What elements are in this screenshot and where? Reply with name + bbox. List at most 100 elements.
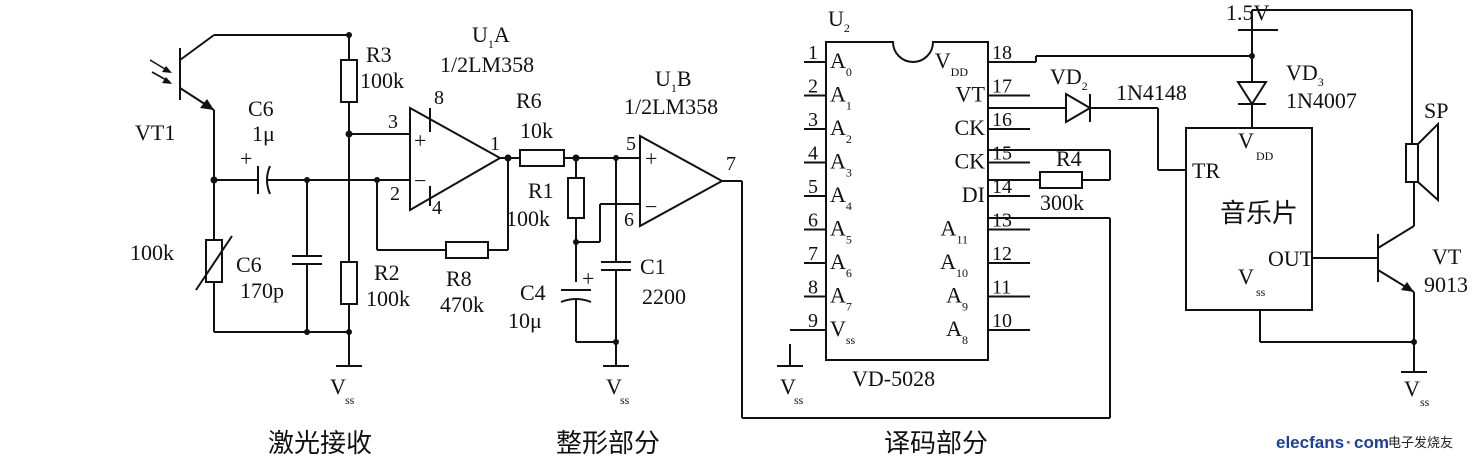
chip-pin-number: 17 bbox=[992, 76, 1012, 98]
chip-pin-sub: 1 bbox=[846, 99, 852, 113]
vd3-sub: 3 bbox=[1318, 75, 1324, 89]
u1a-minus: − bbox=[414, 168, 426, 193]
c6b-label: C6 bbox=[236, 252, 262, 277]
r4-label: R4 bbox=[1056, 146, 1082, 171]
chip-pin-number: 5 bbox=[808, 176, 818, 198]
supply-label: 1.5V bbox=[1226, 0, 1270, 25]
gnd1-v: V bbox=[330, 374, 346, 399]
c4-label: C4 bbox=[520, 280, 546, 305]
chip-pin-sub: 10 bbox=[956, 266, 968, 280]
chip-pin-sub: ss bbox=[846, 333, 856, 347]
c1-label: C1 bbox=[640, 254, 666, 279]
r8-value: 470k bbox=[440, 292, 484, 317]
gnd4-v: V bbox=[1404, 376, 1420, 401]
u1b-label: U1B bbox=[655, 66, 692, 95]
chip-pin-number: 4 bbox=[808, 143, 818, 165]
chip-pin-sub: 3 bbox=[846, 166, 852, 180]
chip-pin-sub: 11 bbox=[956, 233, 968, 247]
chip-pin-name: CK bbox=[954, 115, 985, 140]
gnd3-v: V bbox=[780, 374, 796, 399]
vd2-sub: 2 bbox=[1082, 79, 1088, 93]
chip-pin-sub: 6 bbox=[846, 266, 852, 280]
music-out: OUT bbox=[1268, 246, 1314, 271]
chip-pin-number: 7 bbox=[808, 243, 818, 265]
music-tr: TR bbox=[1192, 158, 1220, 183]
chip-pin-number: 6 bbox=[808, 210, 818, 232]
watermark-dot: · bbox=[1346, 433, 1352, 452]
music-name: 音乐片 bbox=[1220, 199, 1298, 229]
chip-pin-number: 8 bbox=[808, 277, 818, 299]
u1b-plus: + bbox=[645, 146, 657, 171]
music-section: 1.5V VD3 1N4007 V DD TR 音乐片 OUT V ss VT … bbox=[1185, 0, 1468, 409]
u1b-pin7: 7 bbox=[726, 153, 736, 175]
pot-value: 100k bbox=[130, 240, 174, 265]
chip-pin-sub: 9 bbox=[962, 300, 968, 314]
c6a-label: C6 bbox=[248, 96, 274, 121]
r6-label: R6 bbox=[516, 88, 542, 113]
opamp-u1a bbox=[409, 106, 503, 212]
chip-pin-sub: 7 bbox=[846, 300, 852, 314]
resistor-r1 bbox=[567, 177, 585, 219]
speaker-sp bbox=[1405, 143, 1419, 183]
chip-pin-number: 11 bbox=[992, 277, 1011, 299]
caption-laser-receive: 激光接收 bbox=[268, 429, 372, 459]
u1b-pin5: 5 bbox=[626, 133, 636, 155]
u1b-name: U bbox=[655, 66, 671, 91]
r1-label: R1 bbox=[528, 178, 554, 203]
chip-pin-number: 9 bbox=[808, 310, 818, 332]
chip-pin-sub: 4 bbox=[846, 199, 852, 213]
vd3-label: VD3 bbox=[1286, 60, 1324, 89]
vd2-name: VD bbox=[1050, 64, 1082, 89]
chip-pin-number: 18 bbox=[992, 42, 1012, 64]
r3-value: 100k bbox=[360, 68, 404, 93]
u1a-label: U1A bbox=[472, 22, 510, 51]
gnd2-sub: ss bbox=[620, 393, 630, 407]
u1a-pin1: 1 bbox=[490, 133, 500, 155]
u2-name: U bbox=[828, 6, 844, 31]
resistor-r2 bbox=[340, 261, 358, 305]
r2-label: R2 bbox=[374, 260, 400, 285]
chip-pin-number: 10 bbox=[992, 310, 1012, 332]
c6a-value: 1μ bbox=[252, 121, 275, 146]
transistor-vt bbox=[1377, 225, 1415, 293]
vd2-label: VD2 bbox=[1050, 64, 1088, 93]
music-vss-v: V bbox=[1238, 264, 1254, 289]
c4-plus: + bbox=[582, 266, 594, 291]
music-vdd-v: V bbox=[1238, 128, 1254, 153]
pot-100k bbox=[205, 239, 223, 283]
gnd1-sub: ss bbox=[345, 393, 355, 407]
u1b-sub: 1 bbox=[671, 81, 677, 95]
caption-decoding: 译码部分 bbox=[884, 429, 988, 459]
resistor-r8 bbox=[445, 241, 489, 259]
gnd4-sub: ss bbox=[1420, 395, 1430, 409]
chip-pin-sub: 8 bbox=[962, 333, 968, 347]
vd2-part: 1N4148 bbox=[1116, 80, 1187, 105]
watermark-cn: 电子发烧友 bbox=[1388, 435, 1453, 451]
resistor-r6 bbox=[519, 149, 565, 167]
u1b-pin6: 6 bbox=[624, 209, 634, 231]
music-chip bbox=[1185, 127, 1313, 311]
r6-value: 10k bbox=[520, 118, 553, 143]
vt-label: VT bbox=[1432, 244, 1462, 269]
r1-value: 100k bbox=[506, 206, 550, 231]
c6b-value: 170p bbox=[240, 278, 284, 303]
caption-shaping: 整形部分 bbox=[556, 429, 660, 459]
chip-pin-number: 13 bbox=[992, 210, 1012, 232]
u1a-pin8: 8 bbox=[434, 87, 444, 109]
watermark-com: com bbox=[1354, 433, 1389, 452]
chip-pin-sub: 2 bbox=[846, 132, 852, 146]
music-vdd-sub: DD bbox=[1256, 149, 1274, 163]
r2-value: 100k bbox=[366, 286, 410, 311]
chip-pin-name: CK bbox=[954, 149, 985, 174]
chip-pin-name: DI bbox=[962, 182, 985, 207]
chip-pin-name: VT bbox=[956, 82, 986, 107]
u1b-suffix: B bbox=[677, 66, 692, 91]
u1a-pin3: 3 bbox=[388, 111, 398, 133]
chip-pin-sub: 0 bbox=[846, 65, 852, 79]
